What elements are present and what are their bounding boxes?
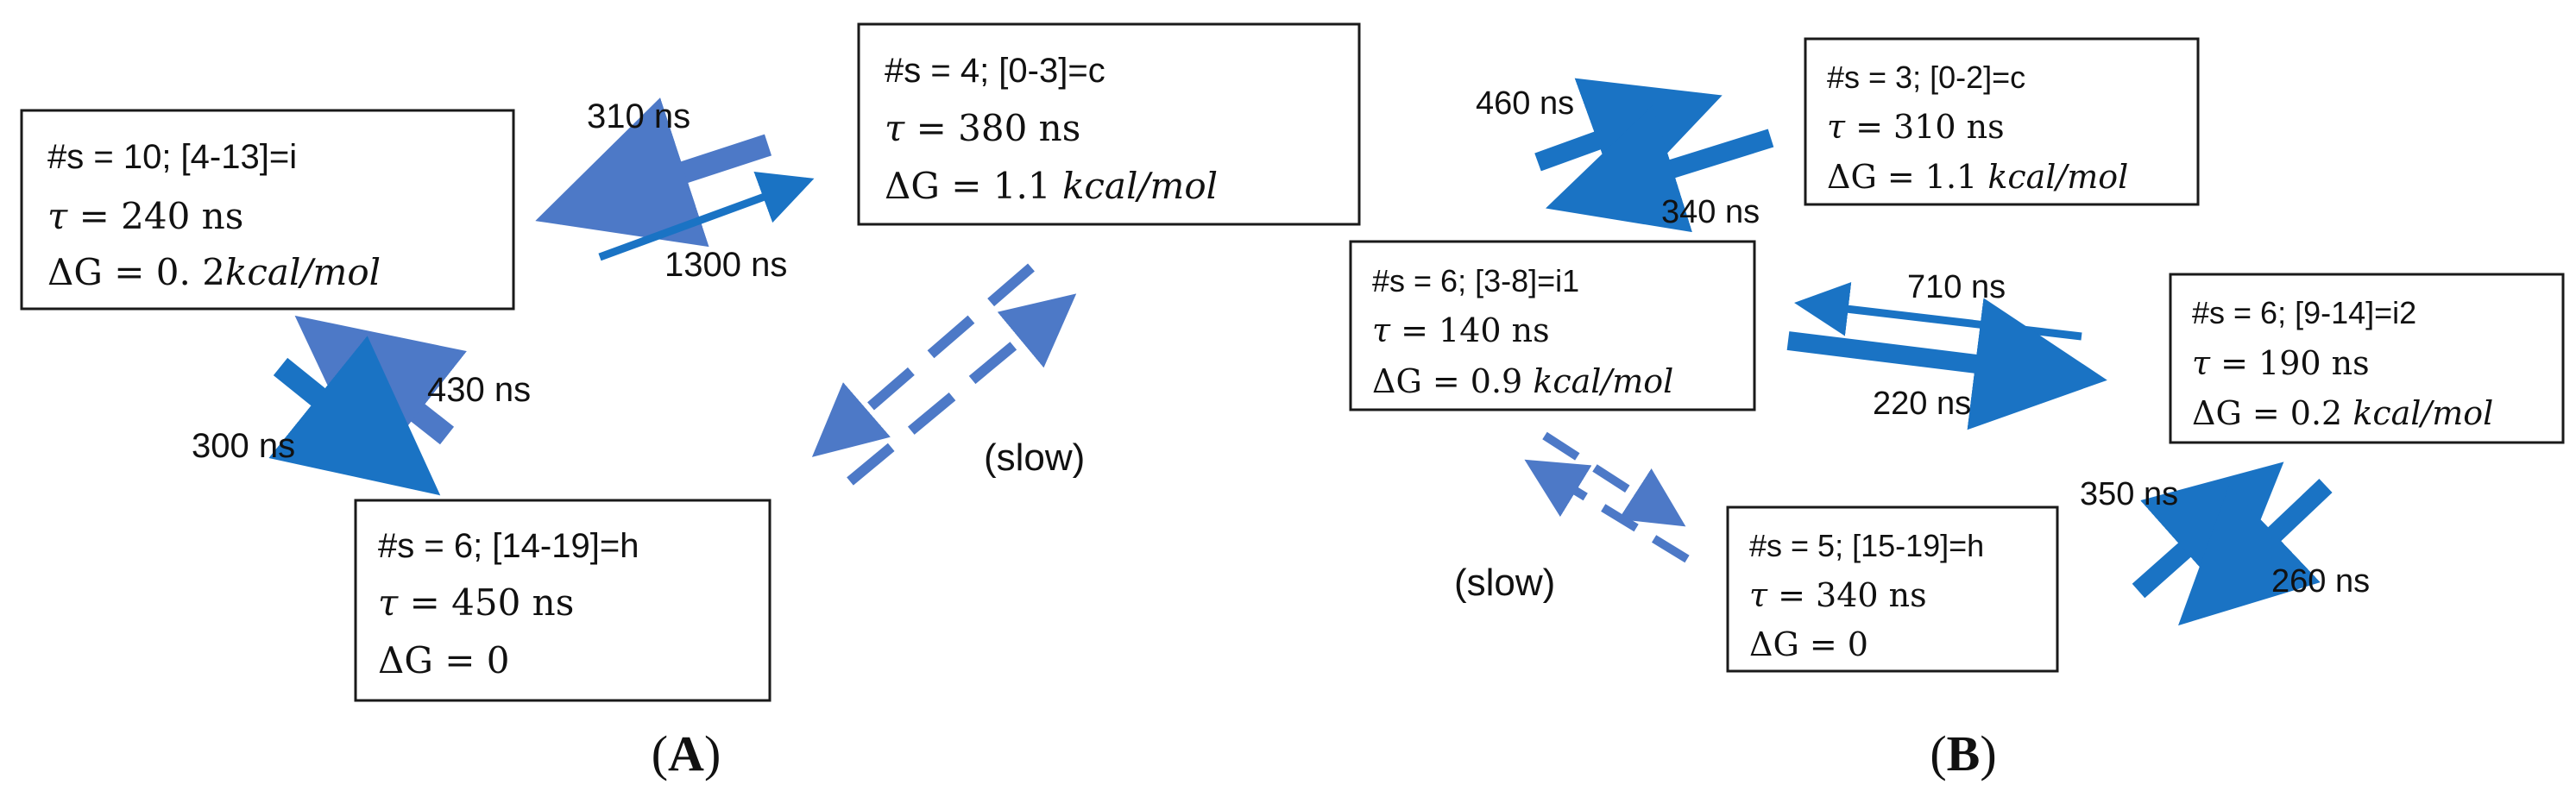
delta-g-label: ΔG = — [1749, 625, 1848, 663]
delta-g-unit: kcal/mol — [1533, 362, 1673, 400]
svg-text:ΔG = 1.1 kcal/mol: ΔG = 1.1 kcal/mol — [1827, 158, 2128, 196]
delta-g-value: 0.9 — [1471, 362, 1534, 400]
delta-g-value: 0.2 — [2290, 394, 2353, 432]
delta-g-unit: kcal/mol — [2352, 394, 2493, 432]
svg-text:ΔG = 0: ΔG = 0 — [378, 639, 510, 681]
delta-g-label: ΔG = — [1372, 362, 1471, 400]
panel-b: #s = 3; [0-2]=c τ = 310 ns ΔG = 1.1 kcal… — [1349, 37, 2565, 782]
svg-text:τ = 190 ns: τ = 190 ns — [2192, 344, 2370, 382]
arrow-a-i-to-c — [598, 172, 815, 261]
delta-g-label: ΔG = — [2192, 394, 2290, 432]
delta-g-unit: kcal/mol — [1987, 158, 2128, 196]
arrow-a-i-to-h — [268, 336, 441, 496]
arrow-a-c-to-i — [535, 97, 772, 248]
state-box-a-i: #s = 10; [4-13]=i τ = 240 ns ΔG = 0. 2kc… — [20, 109, 515, 311]
rate-label: 350 ns — [2080, 476, 2178, 512]
delta-g-unit: kcal/mol — [225, 251, 381, 293]
rate-label: 710 ns — [1907, 269, 2006, 305]
svg-text:τ = 240 ns: τ = 240 ns — [47, 195, 243, 237]
svg-text:τ = 340 ns: τ = 340 ns — [1749, 576, 1927, 614]
rate-label: 430 ns — [427, 371, 531, 409]
state-header: #s = 6; [14-19]=h — [378, 527, 639, 565]
arrow-b-slow-h-to-i1 — [1524, 459, 1690, 563]
rate-label: 260 ns — [2271, 563, 2370, 600]
state-box-b-h: #s = 5; [15-19]=h τ = 340 ns ΔG = 0 — [1726, 505, 2059, 673]
tau-symbol: τ = — [1749, 576, 1816, 614]
tau-value: 140 ns — [1439, 311, 1550, 349]
state-header: #s = 5; [15-19]=h — [1749, 528, 1984, 563]
arrow-b-c-to-i1 — [1546, 105, 1774, 233]
panel-label-a: (A) — [652, 725, 721, 782]
state-box-b-i2: #s = 6; [9-14]=i2 τ = 190 ns ΔG = 0.2 kc… — [2169, 273, 2565, 444]
arrow-b-i2-to-i1 — [1794, 282, 2082, 341]
tau-value: 340 ns — [1816, 576, 1927, 614]
tau-symbol: τ = — [1372, 311, 1439, 349]
svg-text:ΔG = 1.1 kcal/mol: ΔG = 1.1 kcal/mol — [885, 165, 1218, 207]
delta-g-label: ΔG = — [47, 251, 156, 293]
tau-value: 450 ns — [451, 581, 574, 624]
rate-label: 300 ns — [192, 427, 295, 465]
state-box-a-h: #s = 6; [14-19]=h τ = 450 ns ΔG = 0 — [354, 499, 772, 702]
svg-text:ΔG = 0.9 kcal/mol: ΔG = 0.9 kcal/mol — [1372, 362, 1673, 400]
panel-a: #s = 10; [4-13]=i τ = 240 ns ΔG = 0. 2kc… — [20, 22, 1361, 782]
state-box-b-i1: #s = 6; [3-8]=i1 τ = 140 ns ΔG = 0.9 kca… — [1349, 240, 1756, 411]
tau-symbol: τ = — [378, 581, 451, 624]
tau-value: 380 ns — [958, 107, 1080, 149]
svg-text:τ = 310 ns: τ = 310 ns — [1827, 108, 2005, 146]
svg-text:ΔG = 0: ΔG = 0 — [1749, 625, 1868, 663]
tau-symbol: τ = — [2192, 344, 2258, 382]
svg-text:τ = 450 ns: τ = 450 ns — [378, 581, 574, 624]
delta-g-label: ΔG = — [378, 639, 487, 681]
delta-g-label: ΔG = — [1827, 158, 1925, 196]
tau-symbol: τ = — [885, 107, 958, 149]
arrow-a-slow-c-to-h — [811, 263, 1035, 457]
svg-text:τ = 380 ns: τ = 380 ns — [885, 107, 1080, 149]
rate-label: 310 ns — [587, 97, 690, 135]
slow-label: (slow) — [1454, 562, 1555, 604]
slow-label: (slow) — [984, 436, 1085, 479]
tau-symbol: τ = — [47, 195, 121, 237]
delta-g-value: 1.1 — [993, 165, 1062, 207]
arrow-b-i1-to-i2 — [1786, 298, 2107, 430]
arrow-b-slow-i1-to-h — [1542, 431, 1686, 527]
svg-text:ΔG = 0.2 kcal/mol: ΔG = 0.2 kcal/mol — [2192, 394, 2493, 432]
rate-label: 460 ns — [1476, 85, 1574, 122]
state-box-a-c: #s = 4; [0-3]=c τ = 380 ns ΔG = 1.1 kcal… — [857, 22, 1361, 226]
state-box-b-c: #s = 3; [0-2]=c τ = 310 ns ΔG = 1.1 kcal… — [1804, 37, 2200, 206]
delta-g-value: 1.1 — [1925, 158, 1988, 196]
delta-g-label: ΔG = — [885, 165, 993, 207]
delta-g-value: 0 — [1848, 625, 1868, 663]
state-header: #s = 6; [3-8]=i1 — [1372, 263, 1579, 298]
tau-symbol: τ = — [1827, 108, 1893, 146]
rate-label: 1300 ns — [664, 246, 787, 284]
svg-text:ΔG = 0. 2kcal/mol: ΔG = 0. 2kcal/mol — [47, 251, 381, 293]
delta-g-value: 0 — [487, 639, 510, 681]
svg-text:τ = 140 ns: τ = 140 ns — [1372, 311, 1550, 349]
arrow-a-slow-h-to-c — [847, 293, 1077, 486]
state-header: #s = 6; [9-14]=i2 — [2192, 295, 2416, 330]
delta-g-unit: kcal/mol — [1062, 165, 1218, 207]
state-header: #s = 4; [0-3]=c — [885, 52, 1105, 90]
panel-label-b: (B) — [1930, 725, 1996, 782]
state-header: #s = 3; [0-2]=c — [1827, 60, 2025, 95]
state-header: #s = 10; [4-13]=i — [47, 138, 297, 176]
tau-value: 240 ns — [121, 195, 243, 237]
tau-value: 310 ns — [1893, 108, 2005, 146]
rate-label: 340 ns — [1661, 194, 1760, 230]
tau-value: 190 ns — [2258, 344, 2370, 382]
rate-label: 220 ns — [1873, 386, 1971, 422]
delta-g-value: 0. 2 — [156, 251, 225, 293]
arrow-b-i2-to-h — [2178, 479, 2333, 626]
